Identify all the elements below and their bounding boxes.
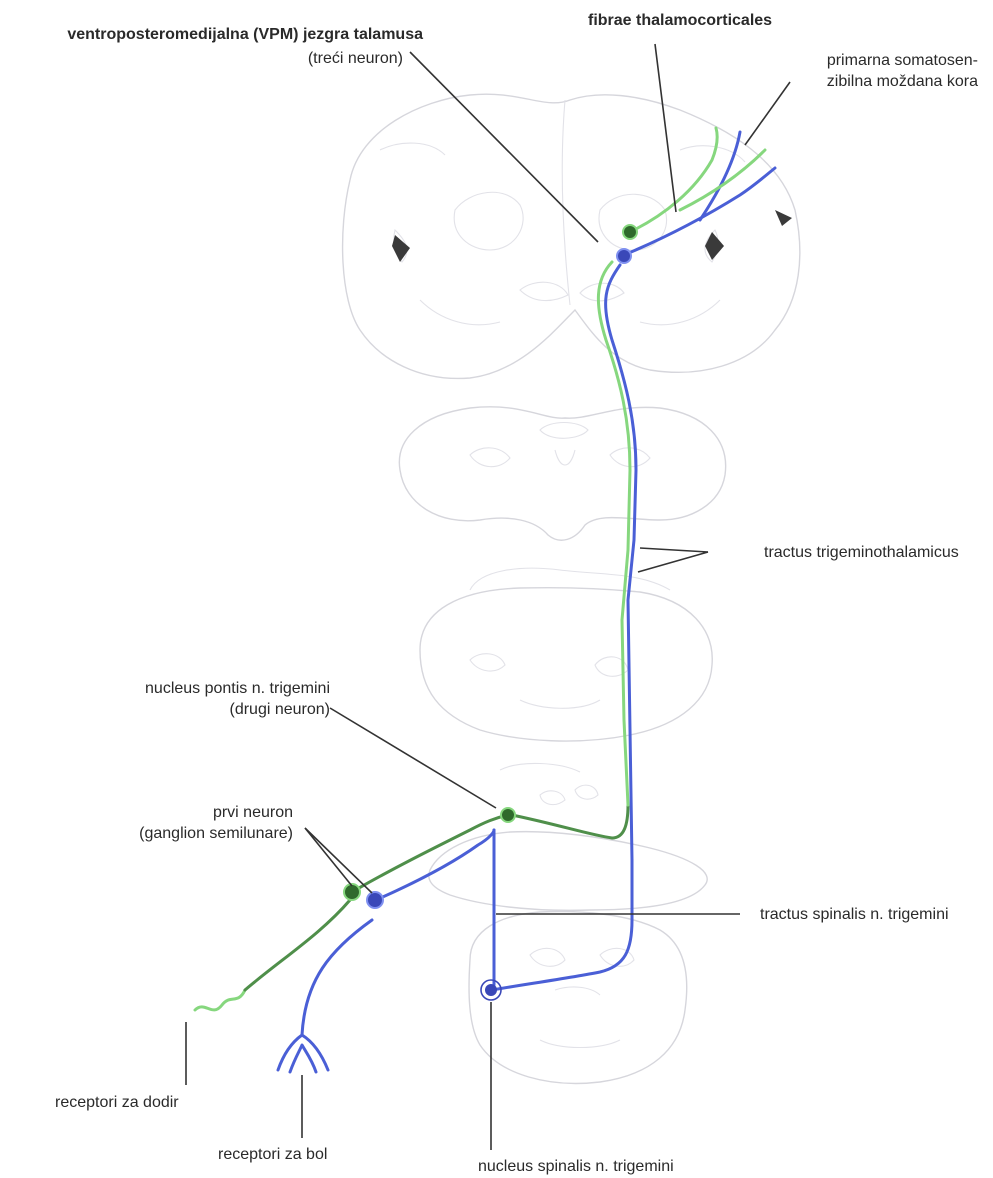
- forebrain-section: [343, 94, 800, 378]
- medulla-upper-section: [429, 763, 707, 910]
- label-spinal-tract: tractus spinalis n. trigemini: [760, 904, 949, 925]
- label-first-neuron: prvi neuron (ganglion semilunare): [139, 802, 293, 844]
- pons-section: [420, 568, 712, 741]
- vpm-pain-neuron: [617, 249, 631, 263]
- label-thalamocortical: fibrae thalamocorticales: [588, 10, 772, 31]
- midbrain-section: [399, 407, 725, 540]
- touch-pathway: [195, 128, 765, 1010]
- leader-lines: [186, 44, 790, 1150]
- label-touch-receptors: receptori za dodir: [55, 1092, 179, 1113]
- ganglion-pain-neuron: [367, 892, 383, 908]
- pontis-neuron: [501, 808, 515, 822]
- ganglion-touch-neuron: [344, 884, 360, 900]
- vpm-touch-neuron: [623, 225, 637, 239]
- label-vpm: ventroposteromedijalna (VPM) jezgra tala…: [67, 24, 423, 45]
- label-trigeminothalamic: tractus trigeminothalamicus: [764, 542, 959, 563]
- medulla-lower-section: [469, 912, 687, 1084]
- spinal-nucleus-neuron: [485, 984, 497, 996]
- label-spinal-nucleus: nucleus spinalis n. trigemini: [478, 1156, 674, 1177]
- label-vpm-sub: (treći neuron): [308, 48, 403, 69]
- label-cortex: primarna somatosen- zibilna moždana kora: [827, 50, 978, 92]
- neuron-cells: [344, 225, 637, 1000]
- label-pontis: nucleus pontis n. trigemini (drugi neuro…: [145, 678, 330, 720]
- label-pain-receptors: receptori za bol: [218, 1144, 327, 1165]
- pain-pathway: [278, 132, 775, 1072]
